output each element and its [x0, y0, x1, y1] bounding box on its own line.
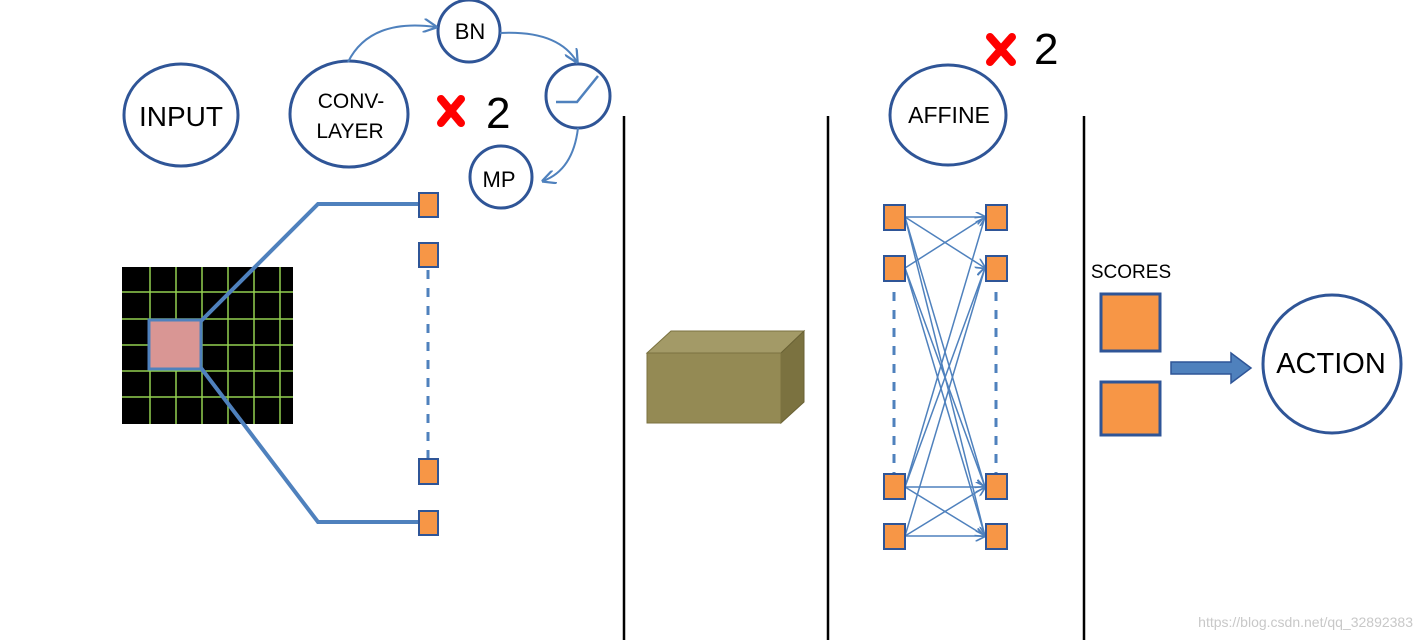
arrow-conv-to-bn: [347, 25, 436, 63]
scores-group: SCORES: [1091, 262, 1171, 437]
fc-output-neuron: [985, 523, 1008, 550]
batch-norm-node: BN: [436, 0, 502, 64]
conv-neuron: [418, 242, 439, 268]
layer-cycle-arrows: [347, 25, 579, 181]
watermark-url: https://blog.csdn.net/qq_32892383: [1198, 614, 1413, 630]
input-feature-grid: [122, 267, 293, 424]
bn-label: BN: [455, 19, 486, 44]
conv-label-line2: LAYER: [316, 120, 383, 143]
score-node: [1099, 380, 1162, 437]
fc-output-neuron: [985, 204, 1008, 231]
max-pool-node: MP: [468, 144, 534, 210]
affine-repeat-multiplier: 2: [986, 25, 1058, 74]
action-label: ACTION: [1276, 348, 1386, 380]
affine-repeat-count: 2: [1034, 25, 1058, 74]
conv-neuron: [418, 458, 439, 485]
conv-repeat-multiplier: 2: [437, 89, 510, 138]
scores-label: SCORES: [1091, 262, 1171, 283]
conv-neuron: [418, 192, 439, 218]
feature-volume-box: [645, 329, 806, 425]
fc-input-neuron: [883, 473, 906, 500]
conv-repeat-count: 2: [486, 89, 510, 138]
affine-node: AFFINE: [888, 63, 1008, 167]
fc-input-neuron: [883, 523, 906, 550]
score-node: [1099, 292, 1162, 353]
conv-neuron: [418, 510, 439, 536]
fc-input-neuron: [883, 204, 906, 231]
conv-label-line1: CONV-: [318, 90, 385, 113]
arrow-bn-to-relu: [499, 31, 577, 62]
arrow-relu-to-mp: [543, 127, 579, 181]
conv-layer-node: CONV- LAYER: [288, 59, 410, 169]
fc-connections: [904, 217, 985, 536]
action-node: ACTION: [1261, 293, 1403, 435]
red-cross-multiply-icon: [986, 33, 1016, 66]
red-cross-multiply-icon: [437, 95, 465, 127]
receptive-field: [147, 318, 203, 371]
relu-activation-icon: [556, 75, 599, 104]
section-dividers: [622, 116, 1086, 640]
input-node: INPUT: [122, 62, 240, 168]
right-arrow-icon: [1170, 351, 1253, 385]
input-label: INPUT: [139, 101, 223, 132]
fc-input-neuron: [883, 255, 906, 282]
receptive-field-projection: [199, 202, 419, 524]
fully-connected-layer: [883, 204, 1008, 550]
fc-output-neuron: [985, 255, 1008, 282]
conv-neuron-column: [418, 192, 439, 536]
fc-output-neuron: [985, 473, 1008, 500]
relu-node: [544, 62, 612, 130]
mp-label: MP: [483, 167, 516, 192]
affine-label: AFFINE: [908, 102, 990, 128]
